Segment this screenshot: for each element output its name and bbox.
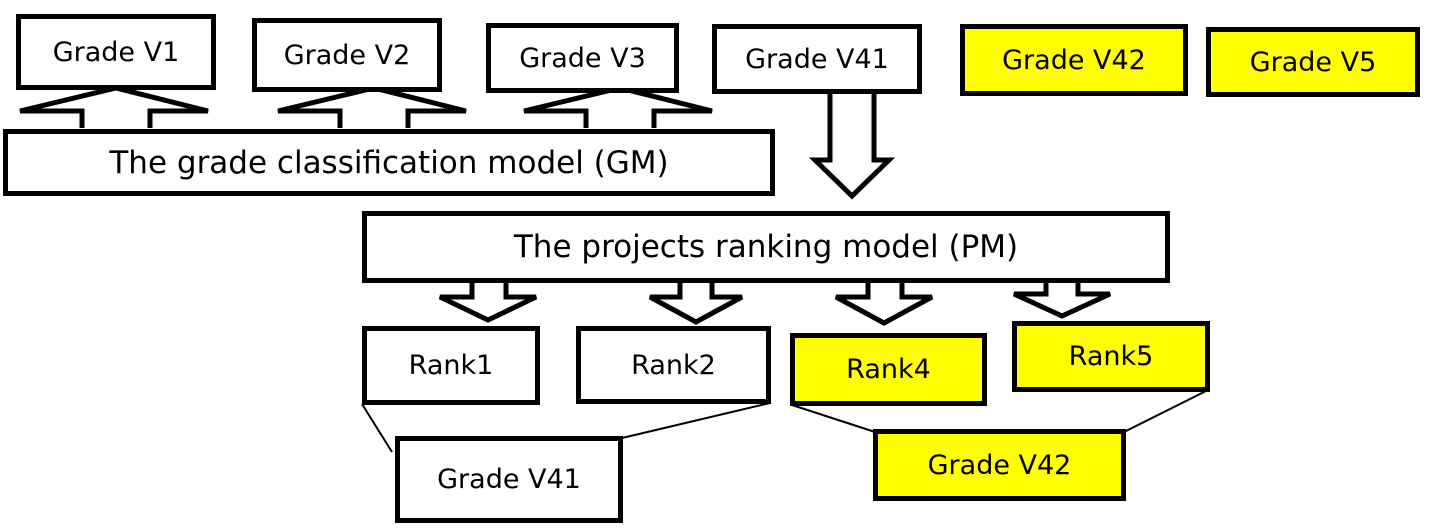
arrow-down-icon [438,283,538,323]
rank-box-highlighted: Rank4 [790,333,987,406]
arrow-down-icon [648,283,744,325]
arrow-up-icon [523,85,713,128]
rank-box: Rank1 [362,326,540,405]
grade-box: Grade V3 [486,23,679,93]
bracket-line [621,402,771,439]
rank-box-highlighted: Rank5 [1012,321,1210,392]
grade-box: Grade V41 [712,24,922,94]
rank-box: Rank2 [576,326,771,404]
grade-box: Grade V1 [16,14,216,90]
grade-box-highlighted: Grade V42 [960,24,1188,96]
grade-result-box: Grade V41 [395,436,623,523]
arrow-down-icon [808,91,896,200]
arrow-down-icon [834,283,934,326]
pm-model-box: The projects ranking model (PM) [362,211,1170,283]
grade-box-highlighted: Grade V5 [1206,27,1420,97]
grade-result-box-highlighted: Grade V42 [873,429,1126,501]
bracket-line [1123,389,1209,433]
arrow-up-icon [19,85,209,128]
arrow-up-icon [277,85,467,128]
bracket-line [791,404,876,433]
grade-box: Grade V2 [252,18,442,92]
bracket-line [361,403,393,453]
arrow-down-icon [1012,283,1112,319]
gm-model-box: The grade classification model (GM) [3,129,775,196]
